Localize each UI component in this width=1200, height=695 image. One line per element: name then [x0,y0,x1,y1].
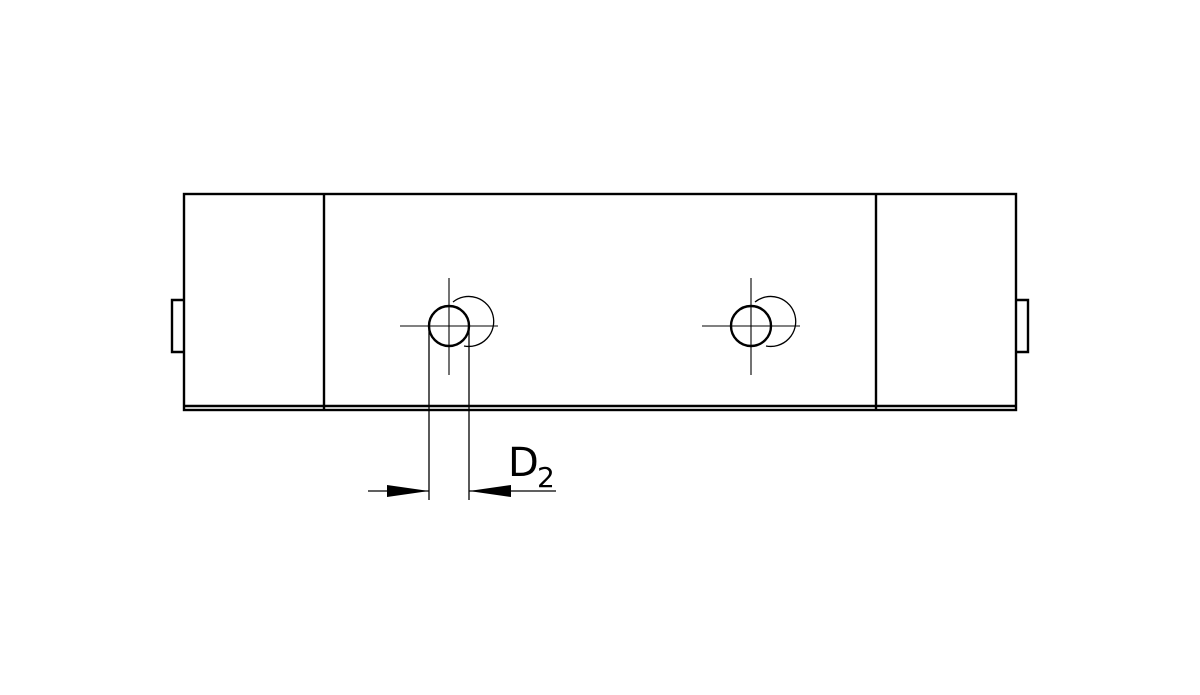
left-side-tab [170,298,184,354]
dimension-arrow-right [469,485,511,497]
right-hole [702,278,800,375]
left-hole [400,278,498,375]
right-side-tab [1016,298,1030,354]
body-outline [182,192,1018,412]
dimension-arrow-left [387,485,429,497]
dimension-label-subscript: 2 [537,461,555,494]
dimension-label-symbol: D [508,440,539,486]
right-hole-thread-arc [754,295,797,348]
left-hole-thread-arc [452,295,495,348]
